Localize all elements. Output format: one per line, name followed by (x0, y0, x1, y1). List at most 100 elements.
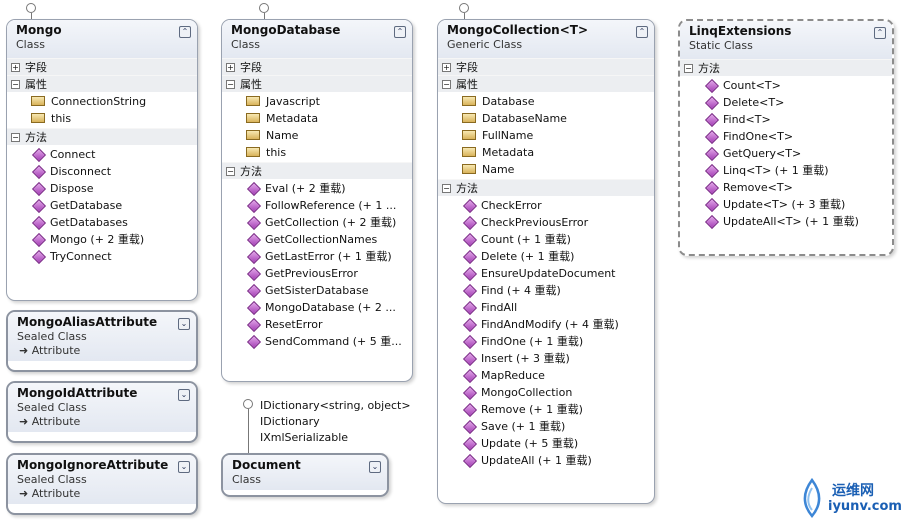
method-item[interactable]: Delete<T> (680, 94, 892, 111)
property-item[interactable]: FullName (438, 127, 654, 144)
method-item[interactable]: GetSisterDatabase (222, 282, 412, 299)
property-item[interactable]: Name (438, 161, 654, 178)
section-fields[interactable]: +字段 (438, 58, 654, 75)
method-item[interactable]: MongoCollection (438, 384, 654, 401)
method-item[interactable]: GetPreviousError (222, 265, 412, 282)
property-item[interactable]: ConnectionString (7, 93, 197, 110)
method-item[interactable]: GetLastError (+ 1 重载) (222, 248, 412, 265)
class-linq-extensions[interactable]: LinqExtensions Static Class ⌃ −方法 Count<… (678, 19, 894, 256)
method-item[interactable]: Eval (+ 2 重载) (222, 180, 412, 197)
expand-icon[interactable]: ⌄ (178, 461, 190, 473)
collapse-section-icon[interactable]: − (684, 63, 693, 73)
method-item[interactable]: FindAll (438, 299, 654, 316)
method-item-label: Eval (+ 2 重载) (265, 182, 346, 195)
section-properties[interactable]: −属性 (7, 75, 197, 92)
section-fields[interactable]: +字段 (7, 58, 197, 75)
method-item[interactable]: Update (+ 5 重载) (438, 435, 654, 452)
method-item[interactable]: Remove (+ 1 重载) (438, 401, 654, 418)
method-item[interactable]: Insert (+ 3 重载) (438, 350, 654, 367)
property-item[interactable]: Javascript (222, 93, 412, 110)
method-icon (462, 234, 475, 245)
collapse-section-icon[interactable]: − (442, 183, 451, 193)
property-icon (31, 113, 45, 123)
method-item[interactable]: FollowReference (+ 1 ... (222, 197, 412, 214)
expand-icon[interactable]: + (11, 62, 20, 72)
class-stereotype: Class (232, 473, 261, 486)
method-item[interactable]: CheckError (438, 197, 654, 214)
collapse-section-icon[interactable]: − (11, 132, 20, 142)
method-item[interactable]: Disconnect (7, 163, 197, 180)
method-item[interactable]: Find (+ 4 重载) (438, 282, 654, 299)
method-item[interactable]: Count (+ 1 重载) (438, 231, 654, 248)
property-item[interactable]: Database (438, 93, 654, 110)
property-item[interactable]: DatabaseName (438, 110, 654, 127)
collapse-section-icon[interactable]: − (11, 79, 20, 89)
expand-icon[interactable]: + (226, 62, 235, 72)
collapse-icon[interactable]: ⌃ (874, 27, 886, 39)
method-item[interactable]: FindOne<T> (680, 128, 892, 145)
collapse-section-icon[interactable]: − (226, 79, 235, 89)
method-item[interactable]: GetDatabases (7, 214, 197, 231)
method-item[interactable]: GetDatabase (7, 197, 197, 214)
method-item[interactable]: Connect (7, 146, 197, 163)
method-item[interactable]: Find<T> (680, 111, 892, 128)
method-item[interactable]: FindOne (+ 1 重载) (438, 333, 654, 350)
property-item[interactable]: Metadata (438, 144, 654, 161)
interface-lollipop (243, 399, 253, 409)
property-item[interactable]: Name (222, 127, 412, 144)
method-item[interactable]: TryConnect (7, 248, 197, 265)
collapse-icon[interactable]: ⌃ (394, 26, 406, 38)
method-item[interactable]: SendCommand (+ 5 重... (222, 333, 412, 350)
section-properties[interactable]: −属性 (438, 75, 654, 92)
collapse-icon[interactable]: ⌃ (179, 26, 191, 38)
method-item[interactable]: UpdateAll<T> (+ 1 重载) (680, 213, 892, 230)
method-item[interactable]: Mongo (+ 2 重载) (7, 231, 197, 248)
collapse-section-icon[interactable]: − (226, 166, 235, 176)
method-item[interactable]: Delete (+ 1 重载) (438, 248, 654, 265)
method-item[interactable]: Update<T> (+ 3 重载) (680, 196, 892, 213)
method-item[interactable]: MongoDatabase (+ 2 ... (222, 299, 412, 316)
property-item[interactable]: Metadata (222, 110, 412, 127)
expand-icon[interactable]: ⌄ (178, 318, 190, 330)
method-icon (462, 285, 475, 296)
class-mongo-ignore-attribute[interactable]: MongoIgnoreAttribute Sealed Class ➜ Attr… (6, 453, 198, 515)
method-item[interactable]: Remove<T> (680, 179, 892, 196)
method-item[interactable]: ResetError (222, 316, 412, 333)
method-item[interactable]: GetQuery<T> (680, 145, 892, 162)
expand-icon[interactable]: + (442, 62, 451, 72)
method-item[interactable]: EnsureUpdateDocument (438, 265, 654, 282)
method-item[interactable]: MapReduce (438, 367, 654, 384)
method-item[interactable]: FindAndModify (+ 4 重载) (438, 316, 654, 333)
method-item[interactable]: UpdateAll (+ 1 重载) (438, 452, 654, 469)
section-methods[interactable]: −方法 (222, 162, 412, 179)
section-methods[interactable]: −方法 (680, 59, 892, 76)
collapse-icon[interactable]: ⌃ (636, 26, 648, 38)
interface-lollipop (259, 3, 269, 13)
class-mongo-id-attribute[interactable]: MongoIdAttribute Sealed Class ➜ Attribut… (6, 381, 198, 443)
property-item[interactable]: this (222, 144, 412, 161)
method-item[interactable]: GetCollectionNames (222, 231, 412, 248)
property-icon (462, 147, 476, 157)
method-item[interactable]: GetCollection (+ 2 重载) (222, 214, 412, 231)
method-item-label: UpdateAll<T> (+ 1 重载) (723, 215, 859, 228)
method-icon (462, 251, 475, 262)
method-item[interactable]: Dispose (7, 180, 197, 197)
expand-icon[interactable]: ⌄ (178, 389, 190, 401)
class-mongo-database[interactable]: MongoDatabase Class ⌃ +字段 −属性 Javascript… (221, 19, 413, 382)
expand-icon[interactable]: ⌄ (369, 461, 381, 473)
section-fields[interactable]: +字段 (222, 58, 412, 75)
method-item[interactable]: Save (+ 1 重载) (438, 418, 654, 435)
method-item[interactable]: Count<T> (680, 77, 892, 94)
collapse-section-icon[interactable]: − (442, 79, 451, 89)
section-properties[interactable]: −属性 (222, 75, 412, 92)
section-methods[interactable]: −方法 (7, 128, 197, 145)
class-mongo-collection[interactable]: MongoCollection<T> Generic Class ⌃ +字段 −… (437, 19, 655, 504)
method-item[interactable]: Linq<T> (+ 1 重载) (680, 162, 892, 179)
method-item[interactable]: CheckPreviousError (438, 214, 654, 231)
property-item[interactable]: this (7, 110, 197, 127)
section-methods[interactable]: −方法 (438, 179, 654, 196)
class-mongo-alias-attribute[interactable]: MongoAliasAttribute Sealed Class ➜ Attri… (6, 310, 198, 372)
method-icon (246, 336, 259, 347)
class-document[interactable]: Document Class ⌄ (221, 453, 389, 497)
